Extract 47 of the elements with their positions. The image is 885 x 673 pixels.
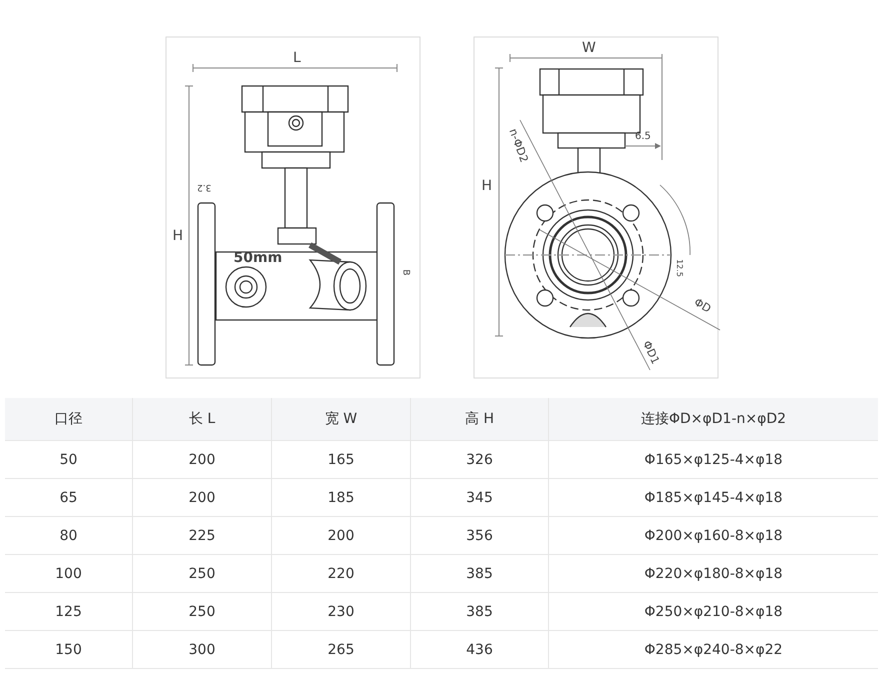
dimension-label: ΦD1: [640, 338, 662, 366]
table-cell: Φ250×φ210-8×φ18: [548, 592, 878, 630]
dimension-label: 12.5: [674, 259, 683, 277]
dimension-label: ΦD: [692, 296, 712, 314]
table-cell: 265: [272, 630, 410, 668]
table-cell: 200: [132, 440, 272, 478]
dimension-label: n-ΦD2: [506, 126, 530, 164]
table-cell: 65: [5, 478, 132, 516]
table-cell: 230: [272, 592, 410, 630]
table-cell: Φ185×φ145-4×φ18: [548, 478, 878, 516]
table-cell: 50: [5, 440, 132, 478]
table-cell: 165: [272, 440, 410, 478]
dimension-label: H: [482, 179, 492, 193]
column-header: 宽 W: [272, 398, 410, 440]
dimension-label: 6.5: [635, 132, 651, 142]
table-cell: 185: [272, 478, 410, 516]
dimension-label: H: [172, 229, 184, 243]
table-cell: 220: [272, 554, 410, 592]
table-cell: Φ285×φ240-8×φ22: [548, 630, 878, 668]
table-cell: Φ200×φ160-8×φ18: [548, 516, 878, 554]
table-cell: 385: [410, 554, 548, 592]
table-cell: 250: [132, 592, 272, 630]
dimension-label: B: [400, 268, 410, 276]
table-cell: 80: [5, 516, 132, 554]
table-cell: Φ220×φ180-8×φ18: [548, 554, 878, 592]
table-cell: 356: [410, 516, 548, 554]
table-cell: 250: [132, 554, 272, 592]
table-cell: 100: [5, 554, 132, 592]
table-cell: 225: [132, 516, 272, 554]
table-cell: 300: [132, 630, 272, 668]
column-header: 长 L: [132, 398, 272, 440]
dimension-label: W: [582, 41, 596, 55]
table-cell: 385: [410, 592, 548, 630]
table-cell: 125: [5, 592, 132, 630]
table-cell: 200: [132, 478, 272, 516]
table-cell: 345: [410, 478, 548, 516]
column-header: 连接ΦD×φD1-n×φD2: [548, 398, 878, 440]
column-header: 高 H: [410, 398, 548, 440]
column-header: 口径: [5, 398, 132, 440]
table-cell: Φ165×φ125-4×φ18: [548, 440, 878, 478]
table-cell: 200: [272, 516, 410, 554]
table-cell: 326: [410, 440, 548, 478]
table-cell: 150: [5, 630, 132, 668]
part-marking: 50mm: [234, 251, 282, 265]
table-cell: 436: [410, 630, 548, 668]
dimension-label: L: [293, 51, 301, 65]
surface-roughness-mark: 3.2: [197, 182, 212, 190]
